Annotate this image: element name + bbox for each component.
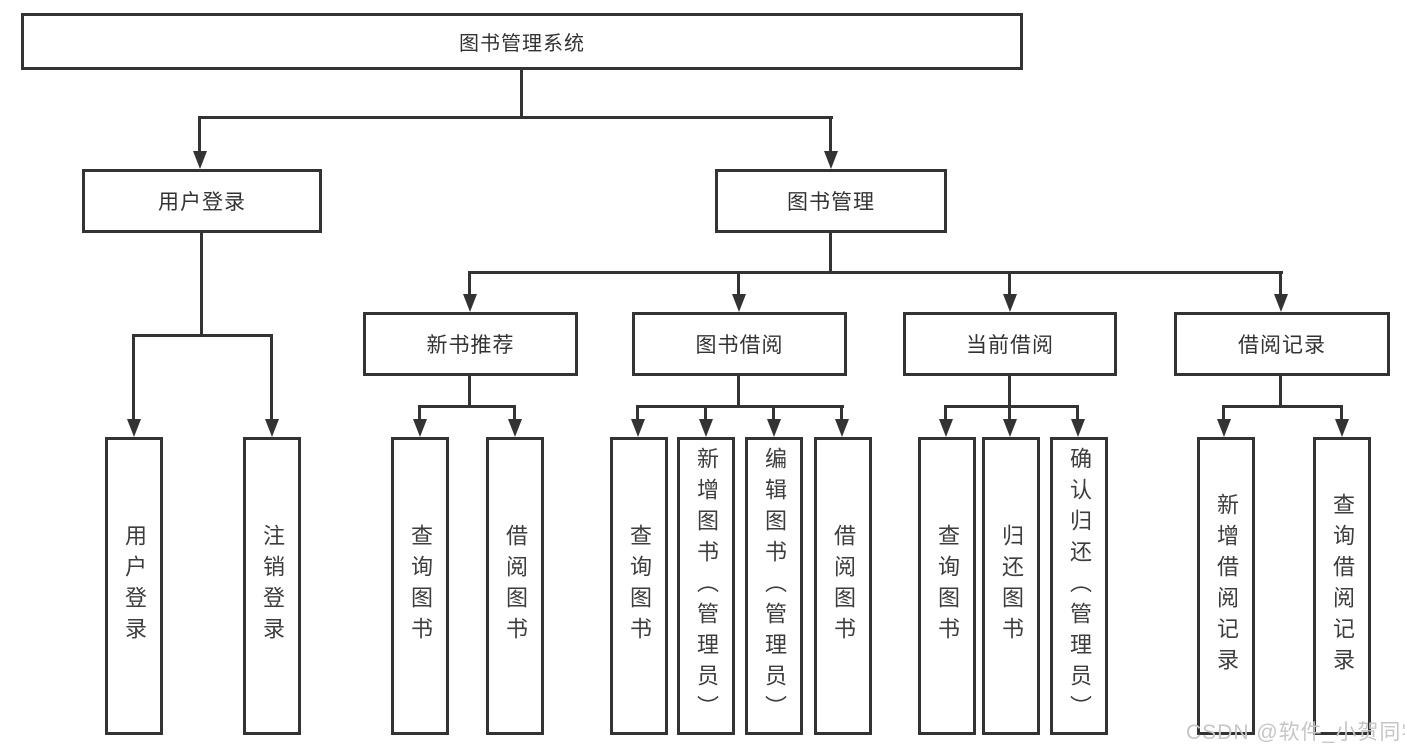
arrow-down-icon: [463, 294, 477, 312]
node-label: 借阅记录: [1238, 334, 1326, 357]
leaf-label: 查询图书: [935, 524, 960, 648]
leaf-query-books-recommend: 查询图书: [391, 437, 449, 735]
connector: [418, 407, 421, 421]
leaf-logout: 注销登录: [243, 437, 301, 735]
arrow-down-icon: [508, 419, 522, 437]
connector: [132, 336, 135, 421]
connector: [737, 376, 740, 407]
arrow-down-icon: [1335, 419, 1349, 437]
arrow-down-icon: [732, 294, 746, 312]
connector: [1340, 407, 1343, 421]
node-label: 用户登录: [158, 191, 246, 214]
node-borrowing-records: 借阅记录: [1174, 312, 1390, 376]
connector: [840, 407, 843, 421]
connector: [468, 273, 471, 296]
connector: [636, 405, 844, 408]
leaf-label: 新增图书（管理员）: [694, 446, 719, 726]
leaf-label: 借阅图书: [831, 524, 856, 648]
leaf-label: 归还图书: [999, 524, 1024, 648]
connector: [513, 407, 516, 421]
leaf-label: 确认归还（管理员）: [1067, 446, 1092, 726]
leaf-confirm-return-admin: 确认归还（管理员）: [1050, 437, 1108, 735]
connector: [270, 336, 273, 421]
leaf-label: 查询借阅记录: [1330, 493, 1355, 679]
node-label: 当前借阅: [966, 334, 1054, 357]
connector: [704, 407, 707, 421]
connector: [198, 118, 201, 152]
arrow-down-icon: [699, 419, 713, 437]
connector: [1279, 273, 1282, 296]
leaf-return-books: 归还图书: [982, 437, 1040, 735]
connector: [418, 405, 516, 408]
connector: [772, 407, 775, 421]
node-current-borrowing: 当前借阅: [903, 312, 1117, 376]
connector: [944, 407, 947, 421]
arrow-down-icon: [127, 419, 141, 437]
leaf-label: 查询图书: [408, 524, 433, 648]
leaf-user-login: 用户登录: [105, 437, 163, 735]
connector: [944, 405, 1079, 408]
arrow-down-icon: [767, 419, 781, 437]
connector: [468, 271, 1283, 274]
leaf-query-books-borrow: 查询图书: [610, 437, 668, 735]
leaf-label: 查询图书: [627, 524, 652, 648]
node-user-login: 用户登录: [82, 169, 322, 233]
leaf-borrow-books-recommend: 借阅图书: [486, 437, 544, 735]
node-label: 图书管理系统: [459, 33, 585, 55]
connector: [198, 116, 833, 119]
csdn-watermark: CSDN @软件_小贺同学: [1186, 721, 1405, 744]
connector: [636, 407, 639, 421]
leaf-label: 注销登录: [260, 524, 285, 648]
leaf-borrow-books: 借阅图书: [814, 437, 872, 735]
node-label: 图书借阅: [695, 334, 784, 357]
connector: [200, 233, 203, 336]
leaf-label: 用户登录: [122, 524, 147, 648]
arrow-down-icon: [1274, 294, 1288, 312]
arrow-down-icon: [835, 419, 849, 437]
connector: [132, 334, 273, 337]
arrow-down-icon: [193, 151, 207, 169]
node-book-management: 图书管理: [715, 169, 947, 233]
leaf-label: 借阅图书: [503, 524, 528, 648]
arrow-down-icon: [939, 419, 953, 437]
connector: [737, 273, 740, 296]
connector: [1008, 376, 1011, 407]
arrow-down-icon: [1003, 419, 1017, 437]
arrow-down-icon: [1217, 419, 1231, 437]
arrow-down-icon: [824, 151, 838, 169]
arrow-down-icon: [265, 419, 279, 437]
connector: [1008, 407, 1011, 421]
arrow-down-icon: [631, 419, 645, 437]
arrow-down-icon: [1071, 419, 1085, 437]
connector: [520, 70, 523, 118]
arrow-down-icon: [1003, 294, 1017, 312]
connector: [1008, 273, 1011, 296]
connector: [1222, 405, 1343, 408]
node-label: 图书管理: [787, 191, 875, 214]
node-new-book-recommendation: 新书推荐: [363, 312, 578, 376]
leaf-label: 编辑图书（管理员）: [762, 446, 787, 726]
arrow-down-icon: [413, 419, 427, 437]
node-book-borrowing: 图书借阅: [632, 312, 847, 376]
connector: [468, 376, 471, 407]
node-label: 新书推荐: [426, 334, 515, 357]
connector: [829, 118, 832, 152]
connector: [1279, 376, 1282, 407]
leaf-edit-books-admin: 编辑图书（管理员）: [745, 437, 803, 735]
leaf-label: 新增借阅记录: [1214, 493, 1239, 679]
connector: [1222, 407, 1225, 421]
node-library-management-system: 图书管理系统: [21, 13, 1023, 70]
leaf-add-borrow-record: 新增借阅记录: [1197, 437, 1255, 735]
connector: [1076, 407, 1079, 421]
connector: [829, 233, 832, 273]
leaf-query-borrow-record: 查询借阅记录: [1313, 437, 1371, 735]
leaf-query-books-current: 查询图书: [918, 437, 976, 735]
leaf-add-books-admin: 新增图书（管理员）: [677, 437, 735, 735]
